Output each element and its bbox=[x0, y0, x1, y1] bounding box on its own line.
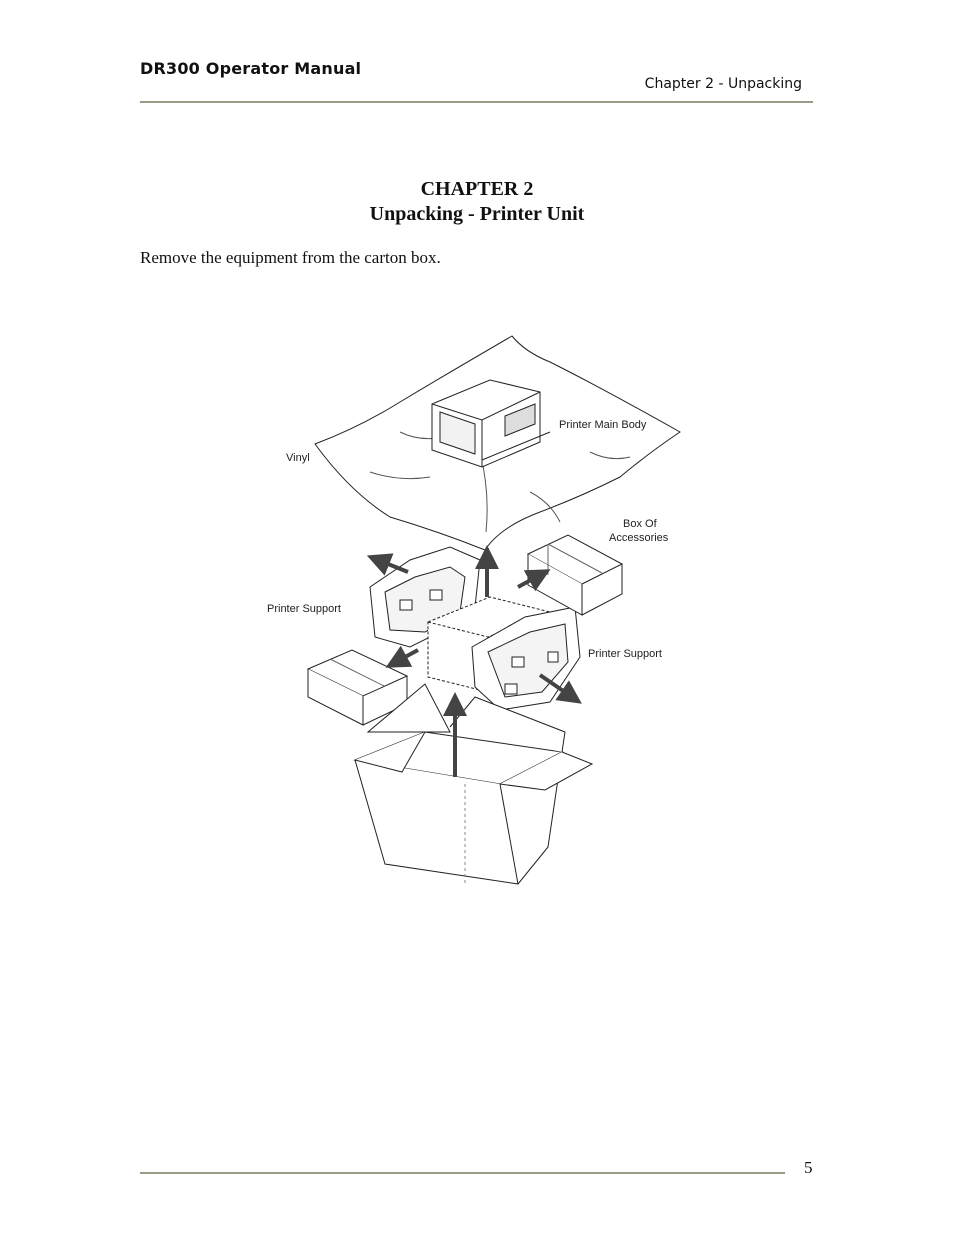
chapter-title: Unpacking - Printer Unit bbox=[369, 203, 585, 225]
instruction-text: Remove the equipment from the carton box… bbox=[140, 248, 441, 267]
label-vinyl: Vinyl bbox=[286, 452, 310, 464]
direction-arrows bbox=[366, 545, 582, 777]
label-accessories: Accessories bbox=[609, 532, 669, 544]
unpacking-illustration: Printer Main Body Vinyl Box Of Accessori… bbox=[250, 332, 705, 898]
label-printer-support-left: Printer Support bbox=[267, 603, 341, 615]
label-printer-support-right: Printer Support bbox=[588, 648, 662, 660]
manual-title: DR300 Operator Manual bbox=[140, 59, 362, 78]
footer-rule bbox=[140, 1172, 785, 1174]
printer-main-body bbox=[431, 379, 551, 468]
label-box-of: Box Of bbox=[623, 518, 658, 530]
chapter-number: CHAPTER 2 bbox=[420, 178, 534, 200]
page-number: 5 bbox=[804, 1158, 813, 1177]
carton-box bbox=[353, 683, 594, 885]
accessories-box bbox=[526, 534, 624, 616]
label-printer-main-body: Printer Main Body bbox=[559, 419, 647, 431]
header-rule bbox=[140, 101, 813, 103]
running-chapter-label: Chapter 2 - Unpacking bbox=[644, 76, 802, 92]
vinyl-sheet bbox=[314, 335, 681, 551]
